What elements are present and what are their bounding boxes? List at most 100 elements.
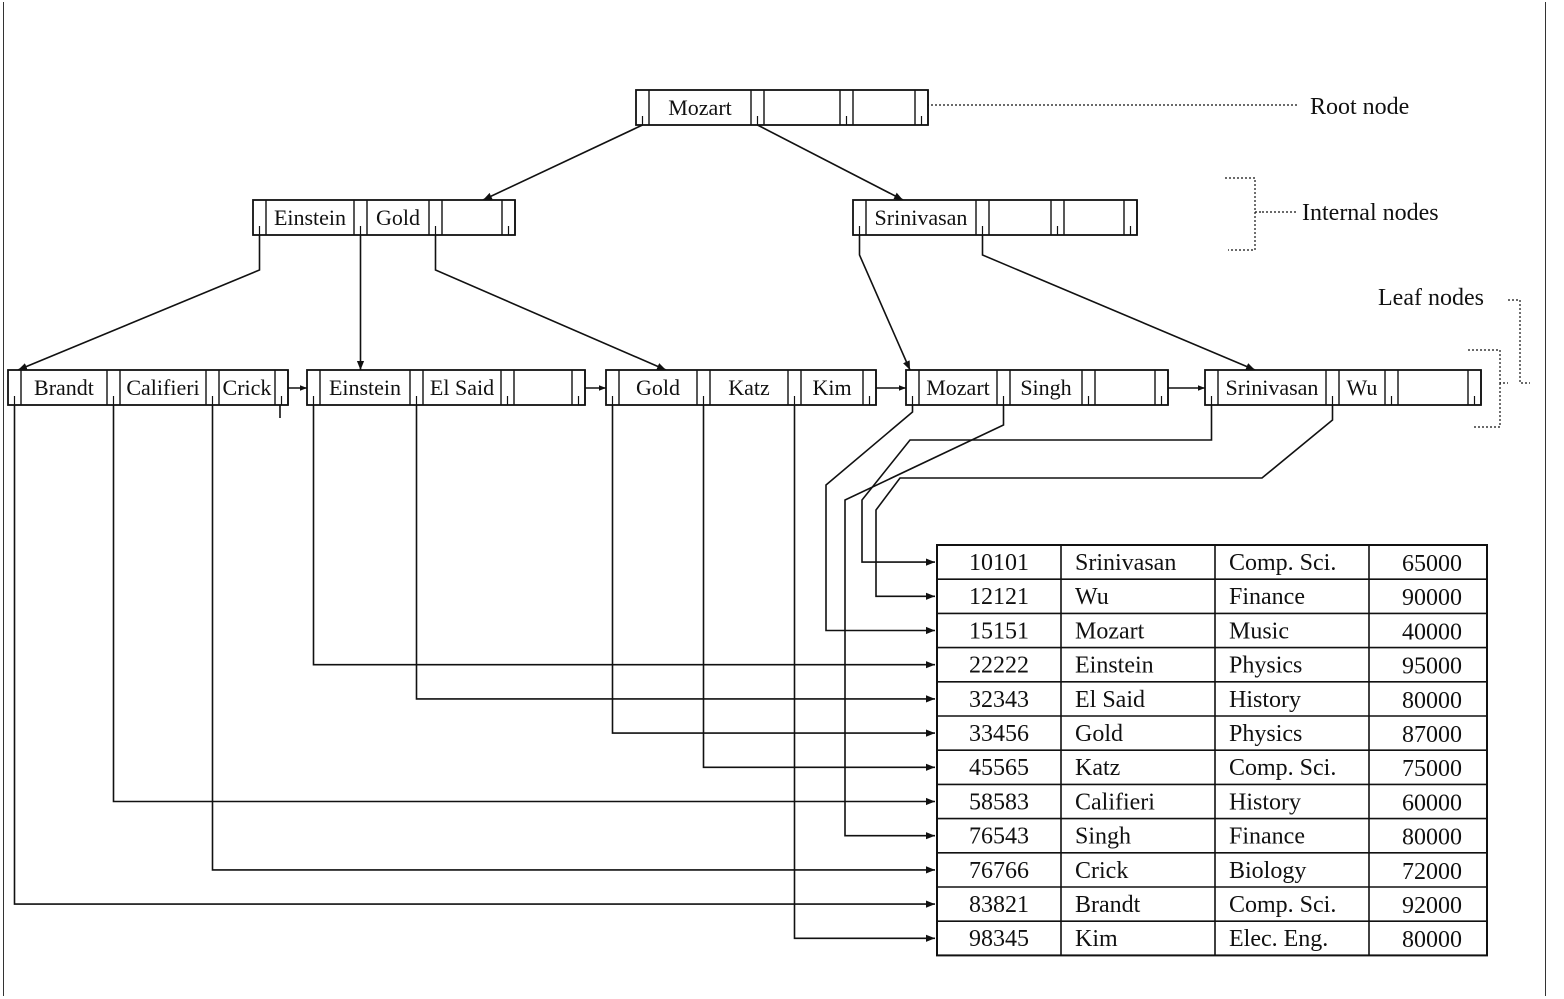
node-key: Brandt [34,375,94,400]
node-key: Einstein [329,375,401,400]
cell-salary: 95000 [1402,654,1462,680]
cell-salary: 80000 [1402,688,1462,714]
record-pointer [844,405,1005,840]
internal-bracket [1225,177,1262,251]
cell-id: 45565 [969,755,1029,781]
internal-node-1: Einstein Gold [252,199,516,236]
record-pointer [415,405,935,703]
cell-name: Srinivasan [1075,550,1176,576]
root-node: Mozart [635,89,929,126]
root-pointer-2 [757,124,904,201]
record-pointer [861,405,1213,566]
table-row: 58583 Califieri History 60000 [969,789,1462,816]
cell-id: 33456 [969,721,1029,747]
node-key: Crick [223,375,272,400]
leaf-node-4: Mozart Singh [905,369,1169,406]
cell-name: Katz [1075,755,1120,781]
record-pointer [875,405,1334,600]
cell-id: 22222 [969,653,1029,679]
cell-id: 12121 [969,584,1029,610]
cell-dept: History [1229,789,1301,815]
internal-pointer [858,235,911,371]
cell-dept: Physics [1229,721,1302,747]
cell-name: Mozart [1075,618,1145,644]
node-box [905,369,1169,406]
cell-id: 76543 [969,824,1029,850]
cell-dept: Comp. Sci. [1229,892,1336,918]
cell-id: 15151 [969,618,1029,644]
cell-dept: Comp. Sci. [1229,755,1336,781]
node-key: Singh [1020,375,1071,400]
cell-id: 98345 [969,926,1029,952]
leaf-bracket [1468,299,1530,428]
cell-name: Gold [1075,721,1123,747]
cell-id: 58583 [969,789,1029,815]
cell-id: 83821 [969,892,1029,918]
cell-name: Singh [1075,824,1131,850]
cell-dept: Music [1229,618,1289,644]
cell-dept: Finance [1229,824,1305,850]
cell-salary: 92000 [1402,893,1462,919]
node-key: Srinivasan [1226,375,1319,400]
cell-salary: 80000 [1402,825,1462,851]
root-node-label: Root node [1310,94,1409,120]
node-key: Mozart [668,95,732,120]
record-pointer [793,405,935,942]
internal-node-2: Srinivasan [852,199,1138,236]
cell-salary: 87000 [1402,722,1462,748]
internal-pointer [434,235,667,371]
cell-name: Kim [1075,926,1118,952]
node-key: Mozart [926,375,990,400]
record-pointer [112,405,935,806]
node-key: Srinivasan [875,205,968,230]
cell-name: Crick [1075,858,1128,884]
record-pointer [312,405,935,669]
record-pointer [13,405,935,908]
cell-dept: History [1229,687,1301,713]
node-key: Gold [376,205,420,230]
table-row: 33456 Gold Physics 87000 [969,721,1462,748]
cell-name: Brandt [1075,892,1141,918]
internal-pointer [981,235,1256,371]
node-box [7,369,289,406]
node-key: Wu [1347,375,1378,400]
node-box [1204,369,1482,406]
cell-id: 76766 [969,858,1029,884]
cell-name: Einstein [1075,653,1154,679]
cell-salary: 40000 [1402,619,1462,645]
internal-nodes-label: Internal nodes [1302,200,1439,226]
leaf-node-2: Einstein El Said [306,369,586,406]
internal-pointer [17,235,261,371]
record-pointer [825,405,935,635]
node-box [852,199,1138,236]
cell-salary: 90000 [1402,585,1462,611]
node-box [252,199,516,236]
cell-id: 32343 [969,687,1029,713]
table-row: 76543 Singh Finance 80000 [969,824,1462,851]
node-key: El Said [430,375,494,400]
leaf-node-5: Srinivasan Wu [1204,369,1482,406]
node-key: Einstein [274,205,346,230]
node-key: Califieri [126,375,199,400]
cell-name: Califieri [1075,789,1155,815]
node-key: Gold [636,375,680,400]
table-row: 83821 Brandt Comp. Sci. 92000 [969,892,1462,919]
cell-salary: 75000 [1402,756,1462,782]
node-box [306,369,586,406]
cell-name: Wu [1075,584,1109,610]
leaf-nodes-label: Leaf nodes [1378,285,1484,311]
record-pointer [211,405,935,874]
node-key: Katz [728,375,770,400]
table-row: 45565 Katz Comp. Sci. 75000 [969,755,1462,782]
cell-dept: Elec. Eng. [1229,926,1328,952]
cell-salary: 60000 [1402,790,1462,816]
